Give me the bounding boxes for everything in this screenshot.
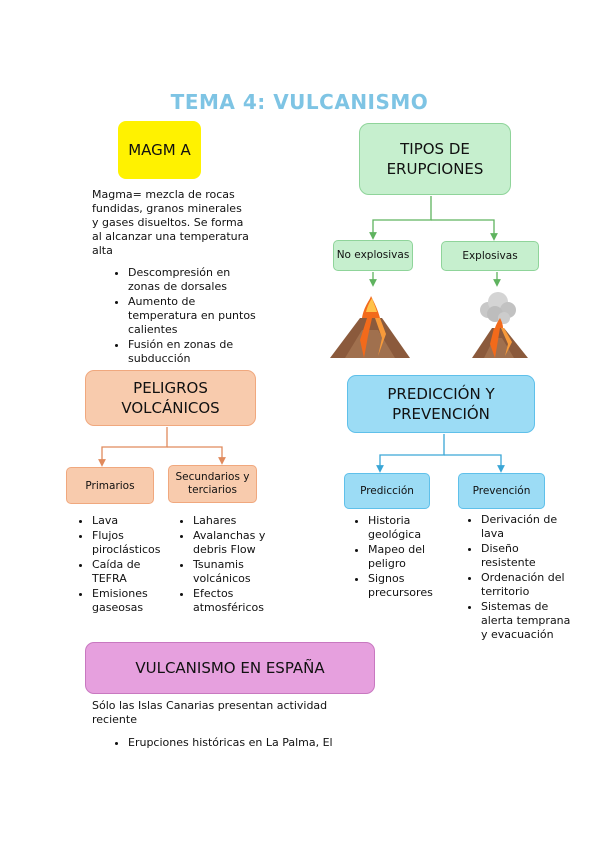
prediction-heading-box: PREDICCIÓN Y PREVENCIÓN [347, 375, 535, 433]
eruption-connectors [369, 196, 501, 287]
prevention-box: Prevención [458, 473, 545, 509]
list-item: Descompresión en zonas de dorsales [128, 266, 258, 294]
spain-heading-box: VULCANISMO EN ESPAÑA [85, 642, 375, 694]
hazards-secondary-box: Secundarios y terciarios [168, 465, 257, 503]
eruptions-heading-box: TIPOS DE ERUPCIONES [359, 123, 511, 195]
list-item: Signos precursores [368, 572, 452, 600]
prediction-connectors [376, 434, 505, 473]
hazards-heading: PELIGROS VOLCÁNICOS [121, 379, 220, 417]
eruption-type-non-explosive: No explosivas [333, 240, 413, 271]
hazards-primary-list: Lava Flujos piroclásticos Caída de TEFRA… [74, 514, 178, 616]
explosive-volcano-icon [472, 292, 528, 358]
list-item: Efectos atmosféricos [193, 587, 283, 615]
spain-heading: VULCANISMO EN ESPAÑA [135, 659, 325, 677]
hazards-heading-box: PELIGROS VOLCÁNICOS [85, 370, 256, 426]
list-item: Flujos piroclásticos [92, 529, 178, 557]
hazards-secondary-label: Secundarios y terciarios [175, 471, 250, 496]
eruptions-heading: TIPOS DE ERUPCIONES [386, 140, 484, 178]
list-item: Sistemas de alerta temprana y evacuación [481, 600, 571, 642]
hazards-primary-box: Primarios [66, 467, 154, 504]
list-item: Caída de TEFRA [92, 558, 178, 586]
list-item: Mapeo del peligro [368, 543, 452, 571]
magma-list: Descompresión en zonas de dorsales Aumen… [110, 266, 258, 367]
eruption-type-label: Explosivas [462, 250, 518, 262]
list-item: Lava [92, 514, 178, 528]
eruption-type-label: No explosivas [336, 249, 410, 261]
volcano-icon [330, 296, 410, 358]
list-item: Emisiones gaseosas [92, 587, 178, 615]
list-item: Avalanchas y debris Flow [193, 529, 283, 557]
list-item: Derivación de lava [481, 513, 571, 541]
list-item: Ordenación del territorio [481, 571, 571, 599]
list-item: Historia geológica [368, 514, 452, 542]
magma-heading: MAGM A [128, 140, 191, 159]
list-item: Diseño resistente [481, 542, 571, 570]
hazards-secondary-list: Lahares Avalanchas y debris Flow Tsunami… [175, 514, 283, 616]
prevention-label: Prevención [472, 485, 531, 497]
spain-list: Erupciones históricas en La Palma, El [110, 736, 368, 758]
eruption-type-explosive: Explosivas [441, 241, 539, 271]
magma-definition: Magma= mezcla de rocas fundidas, granos … [92, 188, 249, 257]
spain-text: Sólo las Islas Canarias presentan activi… [92, 699, 328, 726]
list-item: Fusión en zonas de subducción [128, 338, 258, 366]
prediction-list: Historia geológica Mapeo del peligro Sig… [350, 514, 452, 601]
list-item: Lahares [193, 514, 283, 528]
prediction-label: Predicción [360, 485, 414, 497]
magma-heading-box: MAGM A [118, 121, 201, 179]
hazard-connectors [98, 427, 226, 467]
page-title: TEMA 4: VULCANISMO [170, 90, 429, 114]
prediction-box: Predicción [344, 473, 430, 509]
hazards-primary-label: Primarios [85, 479, 135, 492]
prediction-heading: PREDICCIÓN Y PREVENCIÓN [387, 385, 495, 423]
list-item: Aumento de temperatura en puntos calient… [128, 295, 258, 337]
list-item: Tsunamis volcánicos [193, 558, 283, 586]
prevention-list: Derivación de lava Diseño resistente Ord… [463, 513, 571, 643]
list-item: Erupciones históricas en La Palma, El [128, 736, 368, 750]
